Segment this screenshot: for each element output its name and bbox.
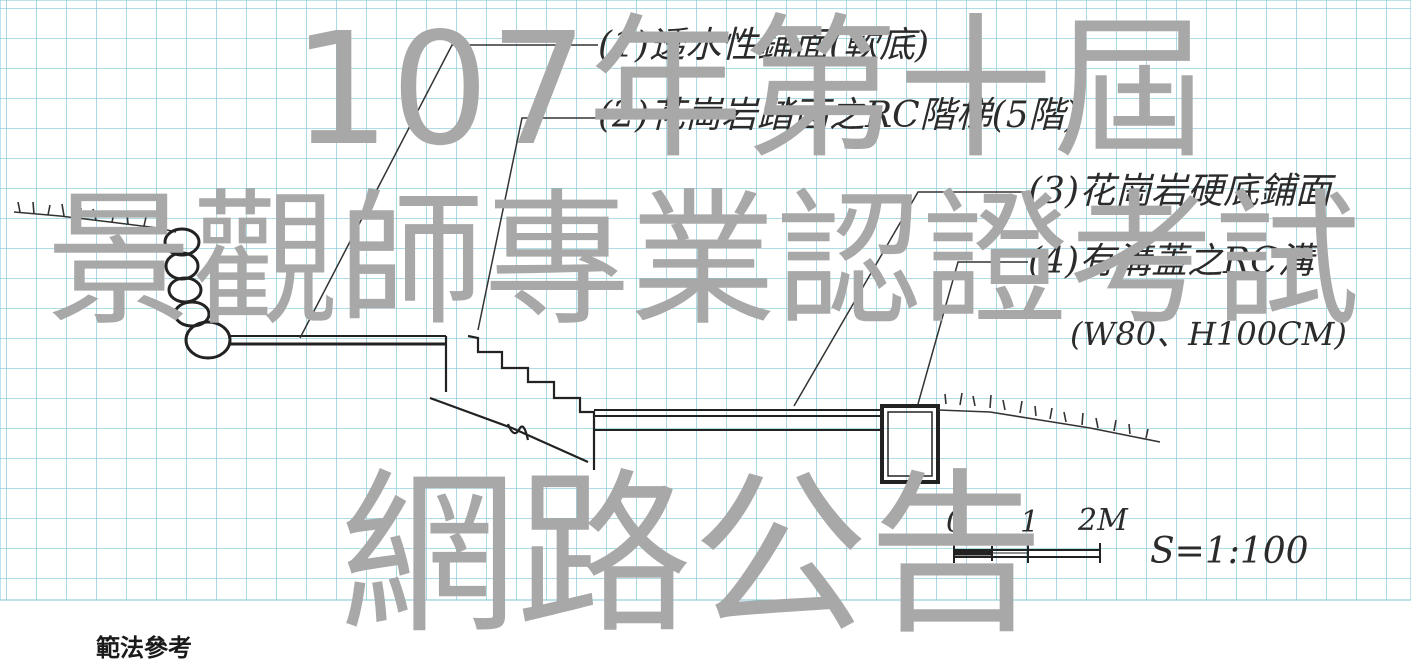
permeable-paving — [228, 335, 446, 346]
rc-ditch — [880, 404, 940, 484]
watermark-line-3: 網路公告 — [340, 453, 1045, 658]
annotation-4-dimensions: (W80、H100CM) — [1070, 315, 1347, 353]
section-drawing — [0, 0, 1411, 601]
graph-paper-grid — [0, 0, 1411, 600]
page-caption: 範法參考 — [96, 634, 192, 662]
annotation-4: (4)有溝蓋之RC溝 — [1028, 241, 1314, 282]
right-grass-slope — [937, 392, 1161, 443]
scale-tick-1: 1 — [1020, 505, 1040, 540]
scale-tick-0: 0 — [946, 505, 966, 540]
scale-ratio: S=1:100 — [1150, 531, 1309, 572]
scale-bar — [953, 543, 1101, 563]
watermark-line-2: 景觀師專業認證考試 — [46, 176, 1360, 346]
rc-stairs — [429, 334, 596, 470]
boulder-stones — [163, 227, 232, 360]
watermark-line-1: 107年第十屆 — [292, 0, 1208, 180]
annotation-3: (3)花崗岩硬底鋪面 — [1028, 171, 1331, 212]
annotation-1: (1)透水性鋪面(軟底) — [598, 25, 930, 66]
left-grass-slope — [13, 201, 177, 233]
granite-paving — [594, 409, 884, 431]
leader-lines — [299, 44, 1028, 407]
scale-tick-2m: 2M — [1078, 503, 1128, 538]
annotation-2: (2)花崗岩踏面之RC階梯(5階) — [598, 95, 1079, 136]
